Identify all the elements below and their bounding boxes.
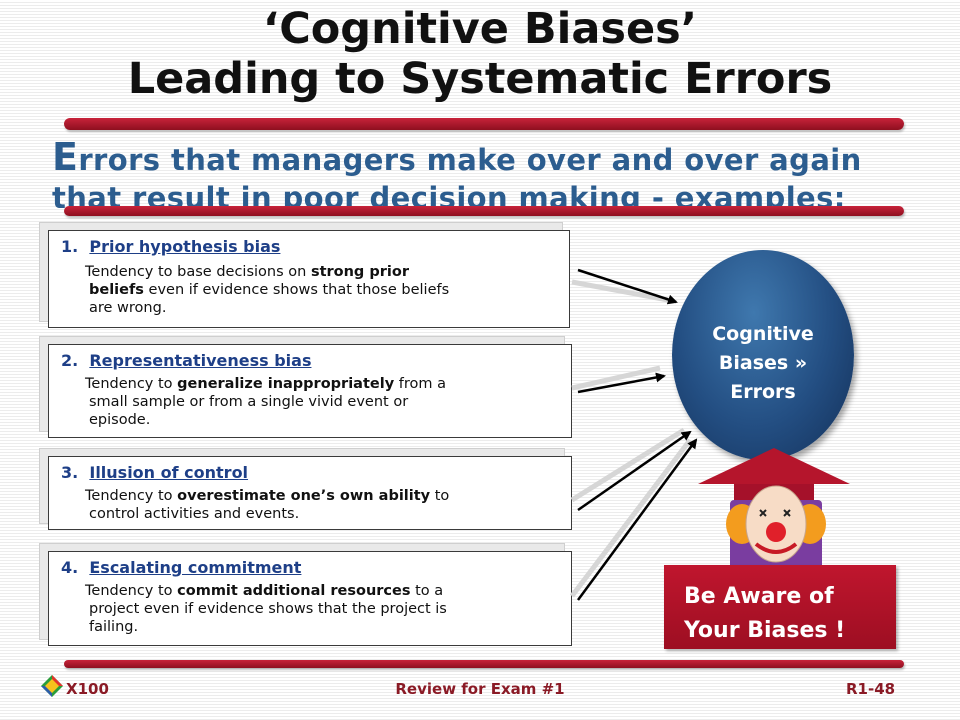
bias-name: Representativeness bias [89, 351, 312, 370]
bias-text: Tendency to [85, 376, 178, 392]
bias-description-line: Tendency to base decisions on strong pri… [85, 263, 557, 281]
bias-description-line: small sample or from a single vivid even… [89, 393, 563, 411]
bias-heading: 4. Escalating commitment [61, 558, 301, 577]
bias-text: to a [410, 583, 444, 599]
subtitle-line-1: rrors that managers make over and over a… [78, 143, 862, 177]
clown-icon [698, 448, 850, 570]
bias-text: project even if evidence shows that the … [89, 601, 447, 617]
bias-name: Escalating commitment [89, 558, 302, 577]
subtitle-drop-cap: E [52, 135, 79, 179]
title-line-1: ‘Cognitive Biases’ [262, 4, 698, 54]
oval-label: Cognitive Biases » Errors [672, 320, 854, 407]
bias-text: failing. [89, 619, 139, 635]
bias-keyword: commit additional resources [177, 583, 411, 599]
bias-text: control activities and events. [89, 506, 300, 522]
bias-description-line: control activities and events. [89, 505, 563, 523]
bias-number: 1. [61, 237, 79, 256]
footer-course: X100 [66, 680, 109, 698]
arrow-4 [576, 438, 698, 601]
bias-number: 3. [61, 463, 79, 482]
footer-bar [64, 660, 904, 668]
footer-title: Review for Exam #1 [395, 680, 565, 698]
bias-text: Tendency to [85, 583, 178, 599]
oval-line-3: Errors [730, 381, 796, 403]
oval-line-1: Cognitive [712, 323, 814, 345]
bias-description-line: Tendency to overestimate one’s own abili… [85, 487, 559, 505]
arrow-2 [577, 372, 666, 394]
bias-keyword: generalize inappropriately [177, 376, 395, 392]
bias-heading: 1. Prior hypothesis bias [61, 237, 280, 256]
title-underline-bar [64, 118, 904, 130]
bias-number: 4. [61, 558, 79, 577]
be-aware-line-1: Be Aware of [684, 584, 834, 609]
bias-box-illusion-of-control: 3. Illusion of control Tendency to overe… [48, 456, 572, 530]
bias-text: from a [394, 376, 447, 392]
arrow-3 [577, 430, 692, 512]
bias-description-line: Tendency to generalize inappropriately f… [85, 375, 559, 393]
bias-text: small sample or from a single vivid even… [89, 394, 409, 410]
bias-description: Tendency to overestimate one’s own abili… [85, 487, 563, 523]
be-aware-box [664, 565, 896, 649]
bias-box-escalating-commitment: 4. Escalating commitment Tendency to com… [48, 551, 572, 646]
bias-number: 2. [61, 351, 79, 370]
bias-text: Tendency to [85, 488, 178, 504]
bias-description-line: project even if evidence shows that the … [89, 600, 563, 618]
bias-text: Tendency to base decisions on [85, 264, 311, 280]
bias-text: are wrong. [89, 300, 167, 316]
bias-box-prior-hypothesis: 1. Prior hypothesis bias Tendency to bas… [48, 230, 570, 328]
bias-text: episode. [89, 412, 151, 428]
bias-text: to [430, 488, 450, 504]
bias-keyword: strong prior [310, 264, 409, 280]
slide-title: ‘Cognitive Biases’ Leading to Systematic… [0, 4, 960, 104]
bias-description-line: failing. [89, 618, 563, 636]
subtitle-underline-bar [64, 206, 904, 216]
bias-heading: 2. Representativeness bias [61, 351, 311, 370]
bias-description-line: episode. [89, 411, 563, 429]
be-aware-line-2: Your Biases ! [684, 618, 846, 643]
bias-keyword: overestimate one’s own ability [177, 488, 431, 504]
diamond-logo-icon [41, 675, 63, 697]
bias-box-representativeness: 2. Representativeness bias Tendency to g… [48, 344, 572, 438]
bias-name: Illusion of control [89, 463, 249, 482]
be-aware-label: Be Aware of Your Biases ! [684, 580, 845, 648]
title-line-2: Leading to Systematic Errors [127, 54, 833, 104]
bias-description: Tendency to base decisions on strong pri… [85, 263, 561, 317]
bias-description-line: beliefs even if evidence shows that thos… [89, 281, 561, 299]
bias-keyword: beliefs [89, 282, 144, 298]
arrow-1 [577, 268, 678, 305]
oval-line-2: Biases » [718, 352, 808, 374]
footer-slide-number: R1-48 [846, 680, 896, 698]
bias-description-line: Tendency to commit additional resources … [85, 582, 559, 600]
bias-description-line: are wrong. [89, 299, 561, 317]
bias-text: even if evidence shows that those belief… [143, 282, 450, 298]
bias-description: Tendency to commit additional resources … [85, 582, 563, 636]
bias-name: Prior hypothesis bias [89, 237, 281, 256]
cognitive-biases-oval [672, 250, 854, 460]
bias-description: Tendency to generalize inappropriately f… [85, 375, 563, 429]
bias-heading: 3. Illusion of control [61, 463, 248, 482]
